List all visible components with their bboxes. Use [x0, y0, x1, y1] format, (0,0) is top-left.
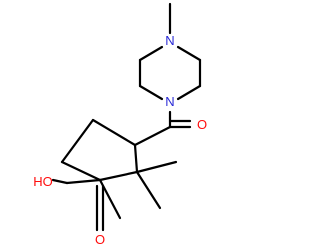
piperazine-ring — [138, 45, 202, 101]
ring-bond — [60, 118, 95, 164]
hydroxyl-label: HO — [33, 174, 53, 189]
acid-oh-bond — [51, 178, 69, 185]
methyl-bond — [135, 160, 178, 174]
ring-bond — [138, 45, 164, 62]
ring-bond — [138, 84, 164, 101]
ring-bond — [91, 118, 137, 147]
amide-oxygen-label: O — [197, 117, 207, 132]
acid-carbon-bond — [65, 178, 102, 185]
chemical-structure: N N O HO O — [33, 2, 207, 247]
nitrogen-label-bottom: N — [165, 94, 174, 109]
ring-bond — [176, 84, 202, 101]
ring-bond — [176, 45, 202, 62]
carbonyl-ring-bond — [133, 125, 172, 147]
nitrogen-label-top: N — [165, 33, 174, 48]
acid-oxygen-label: O — [95, 232, 105, 247]
ring-bond — [60, 160, 102, 182]
methyl-bond — [135, 170, 162, 210]
ring-bond — [98, 170, 139, 182]
ring-bond — [133, 143, 139, 174]
cyclopentane-ring — [60, 118, 139, 182]
